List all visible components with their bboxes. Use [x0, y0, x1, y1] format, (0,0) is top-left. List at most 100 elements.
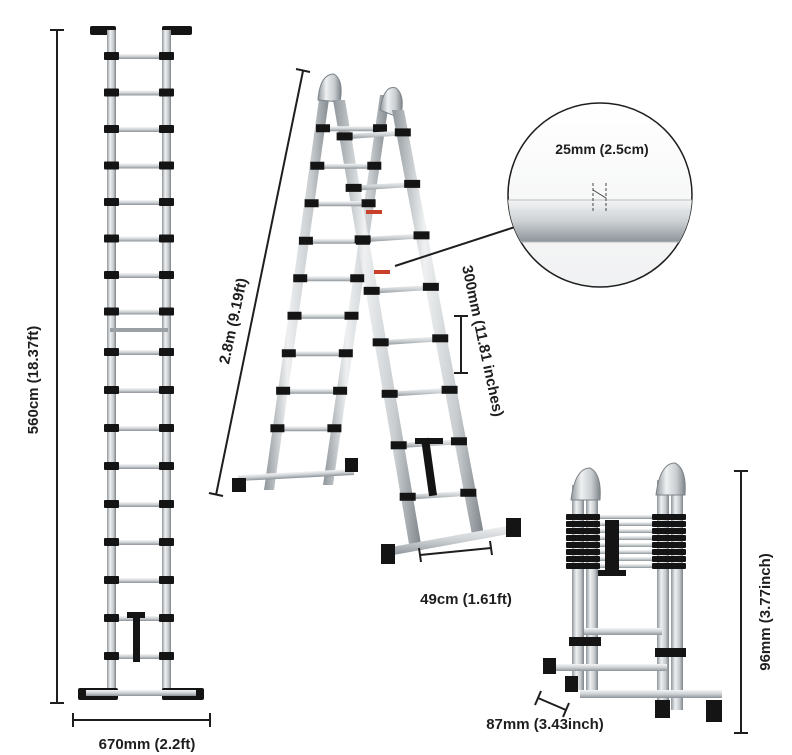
front-foot-right — [506, 518, 521, 537]
back-rung-4 — [299, 276, 359, 282]
front-rung-clamp-r-5 — [441, 385, 458, 394]
rung-clamp-right-12 — [159, 500, 174, 508]
rung-clamp-left-14 — [104, 576, 119, 584]
aframe-width-dimension: 49cm (1.61ft) — [418, 540, 512, 608]
rung-5 — [110, 236, 168, 242]
back-rung-clamp-r-4 — [350, 274, 365, 283]
front-rung-clamp-l-4 — [372, 338, 389, 347]
rung-clamp-right-10 — [159, 424, 174, 432]
rung-clamp-left-9 — [104, 386, 119, 394]
rung-4 — [110, 200, 168, 205]
rung-2 — [110, 127, 168, 132]
back-rung-clamp-r-5 — [344, 311, 359, 320]
rung-clamp-right-14 — [159, 576, 174, 584]
front-rung-clamp-r-3 — [422, 282, 439, 291]
stacked-rung-1 — [583, 522, 665, 526]
rung-10 — [110, 426, 168, 431]
rung-clamp-right-7 — [159, 307, 174, 316]
front-rung-7 — [406, 490, 469, 500]
stacked-rung-3 — [583, 536, 665, 540]
front-rung-4 — [379, 336, 441, 346]
back-rung-clamp-r-6 — [338, 349, 353, 358]
rung-clamp-right-2 — [159, 125, 174, 133]
folded-rung-stack — [566, 514, 686, 576]
back-rung-clamp-l-8 — [270, 424, 285, 433]
rung-clamp-left-10 — [104, 424, 119, 432]
rung-clamp-left-4 — [104, 198, 119, 206]
folded-strap-buckle — [598, 570, 626, 576]
stacked-clamp-r-2 — [652, 528, 686, 534]
folded-depth-dimension: 87mm (3.43inch) — [486, 690, 604, 733]
rung-clamp-left-15 — [104, 614, 119, 622]
rung-7 — [110, 309, 168, 315]
front-rung-2 — [361, 233, 422, 243]
front-rung-0 — [343, 130, 403, 140]
rung-6 — [110, 273, 168, 278]
stacked-clamp-l-5 — [566, 549, 600, 555]
back-rung-1 — [316, 163, 376, 169]
folded-rail-3 — [657, 480, 669, 705]
rung-11 — [110, 464, 168, 469]
back-rung-clamp-l-5 — [287, 311, 302, 320]
back-rung-clamp-r-0 — [373, 124, 388, 133]
folded-hinge-right — [655, 462, 686, 496]
front-rung-1 — [352, 181, 413, 191]
stacked-clamp-r-1 — [652, 521, 686, 527]
rung-13 — [110, 540, 168, 545]
back-rung-clamp-l-2 — [304, 199, 319, 208]
back-rung-3 — [304, 238, 364, 244]
front-rung-clamp-l-3 — [363, 286, 380, 295]
rung-clamp-left-11 — [104, 462, 119, 470]
zoom-circle — [507, 102, 693, 288]
front-rung-5 — [388, 387, 450, 397]
back-rung-clamp-l-4 — [293, 274, 308, 283]
folded-hinge-left — [570, 467, 601, 501]
warning-label-1 — [374, 270, 390, 274]
stacked-clamp-l-0 — [566, 514, 600, 520]
rung-clamp-left-2 — [104, 125, 119, 133]
right-rail — [162, 30, 171, 700]
folded-foot-1 — [543, 658, 556, 674]
folded-stabilizer-back — [545, 664, 667, 671]
back-foot-left — [232, 478, 246, 492]
a-frame-ladder — [232, 73, 521, 564]
straight-rungs — [104, 52, 174, 660]
rung-clamp-left-7 — [104, 307, 119, 316]
rung-clamp-left-12 — [104, 500, 119, 508]
back-rung-clamp-l-0 — [316, 124, 331, 133]
front-left-rail — [333, 100, 422, 550]
front-rung-clamp-l-0 — [336, 132, 353, 141]
back-rung-7 — [282, 388, 342, 394]
strap-buckle — [127, 612, 145, 618]
stacked-clamp-r-7 — [652, 563, 686, 569]
stabilizer-bar — [86, 690, 196, 696]
rung-clamp-left-16 — [104, 652, 119, 660]
rung-clamp-left-5 — [104, 234, 119, 243]
strap — [133, 612, 140, 662]
stacked-clamp-l-2 — [566, 528, 600, 534]
stacked-rung-2 — [583, 529, 665, 533]
back-rung-2 — [310, 201, 370, 207]
back-rung-6 — [287, 351, 347, 357]
rung-clamp-right-4 — [159, 198, 174, 206]
front-rung-clamp-r-1 — [404, 179, 421, 188]
rung-clamp-left-0 — [104, 52, 119, 60]
folded-depth-label: 87mm (3.43inch) — [486, 716, 604, 733]
rung-clamp-left-8 — [104, 348, 119, 356]
rung-clamp-right-3 — [159, 161, 174, 170]
width-dimension: 670mm (2.2ft) — [72, 713, 211, 753]
stacked-rung-0 — [583, 515, 665, 519]
aframe-strap — [421, 437, 437, 497]
front-rung-clamp-l-6 — [390, 441, 407, 450]
back-rung-clamp-r-7 — [333, 386, 348, 395]
tube-zoom-callout: 25mm (2.5cm) — [394, 102, 693, 288]
tube-size-label: 25mm (2.5cm) — [555, 141, 648, 157]
rung-clamp-right-9 — [159, 386, 174, 394]
rung-spacing-label: 300mm (11.81 inches) — [458, 264, 507, 418]
front-rung-clamp-r-7 — [460, 488, 477, 497]
rung-3 — [110, 163, 168, 169]
stacked-rung-4 — [583, 543, 665, 547]
folded-height-dimension: 96mm (3.77inch) — [734, 470, 774, 734]
height-dimension: 560cm (18.37ft) — [25, 29, 64, 704]
